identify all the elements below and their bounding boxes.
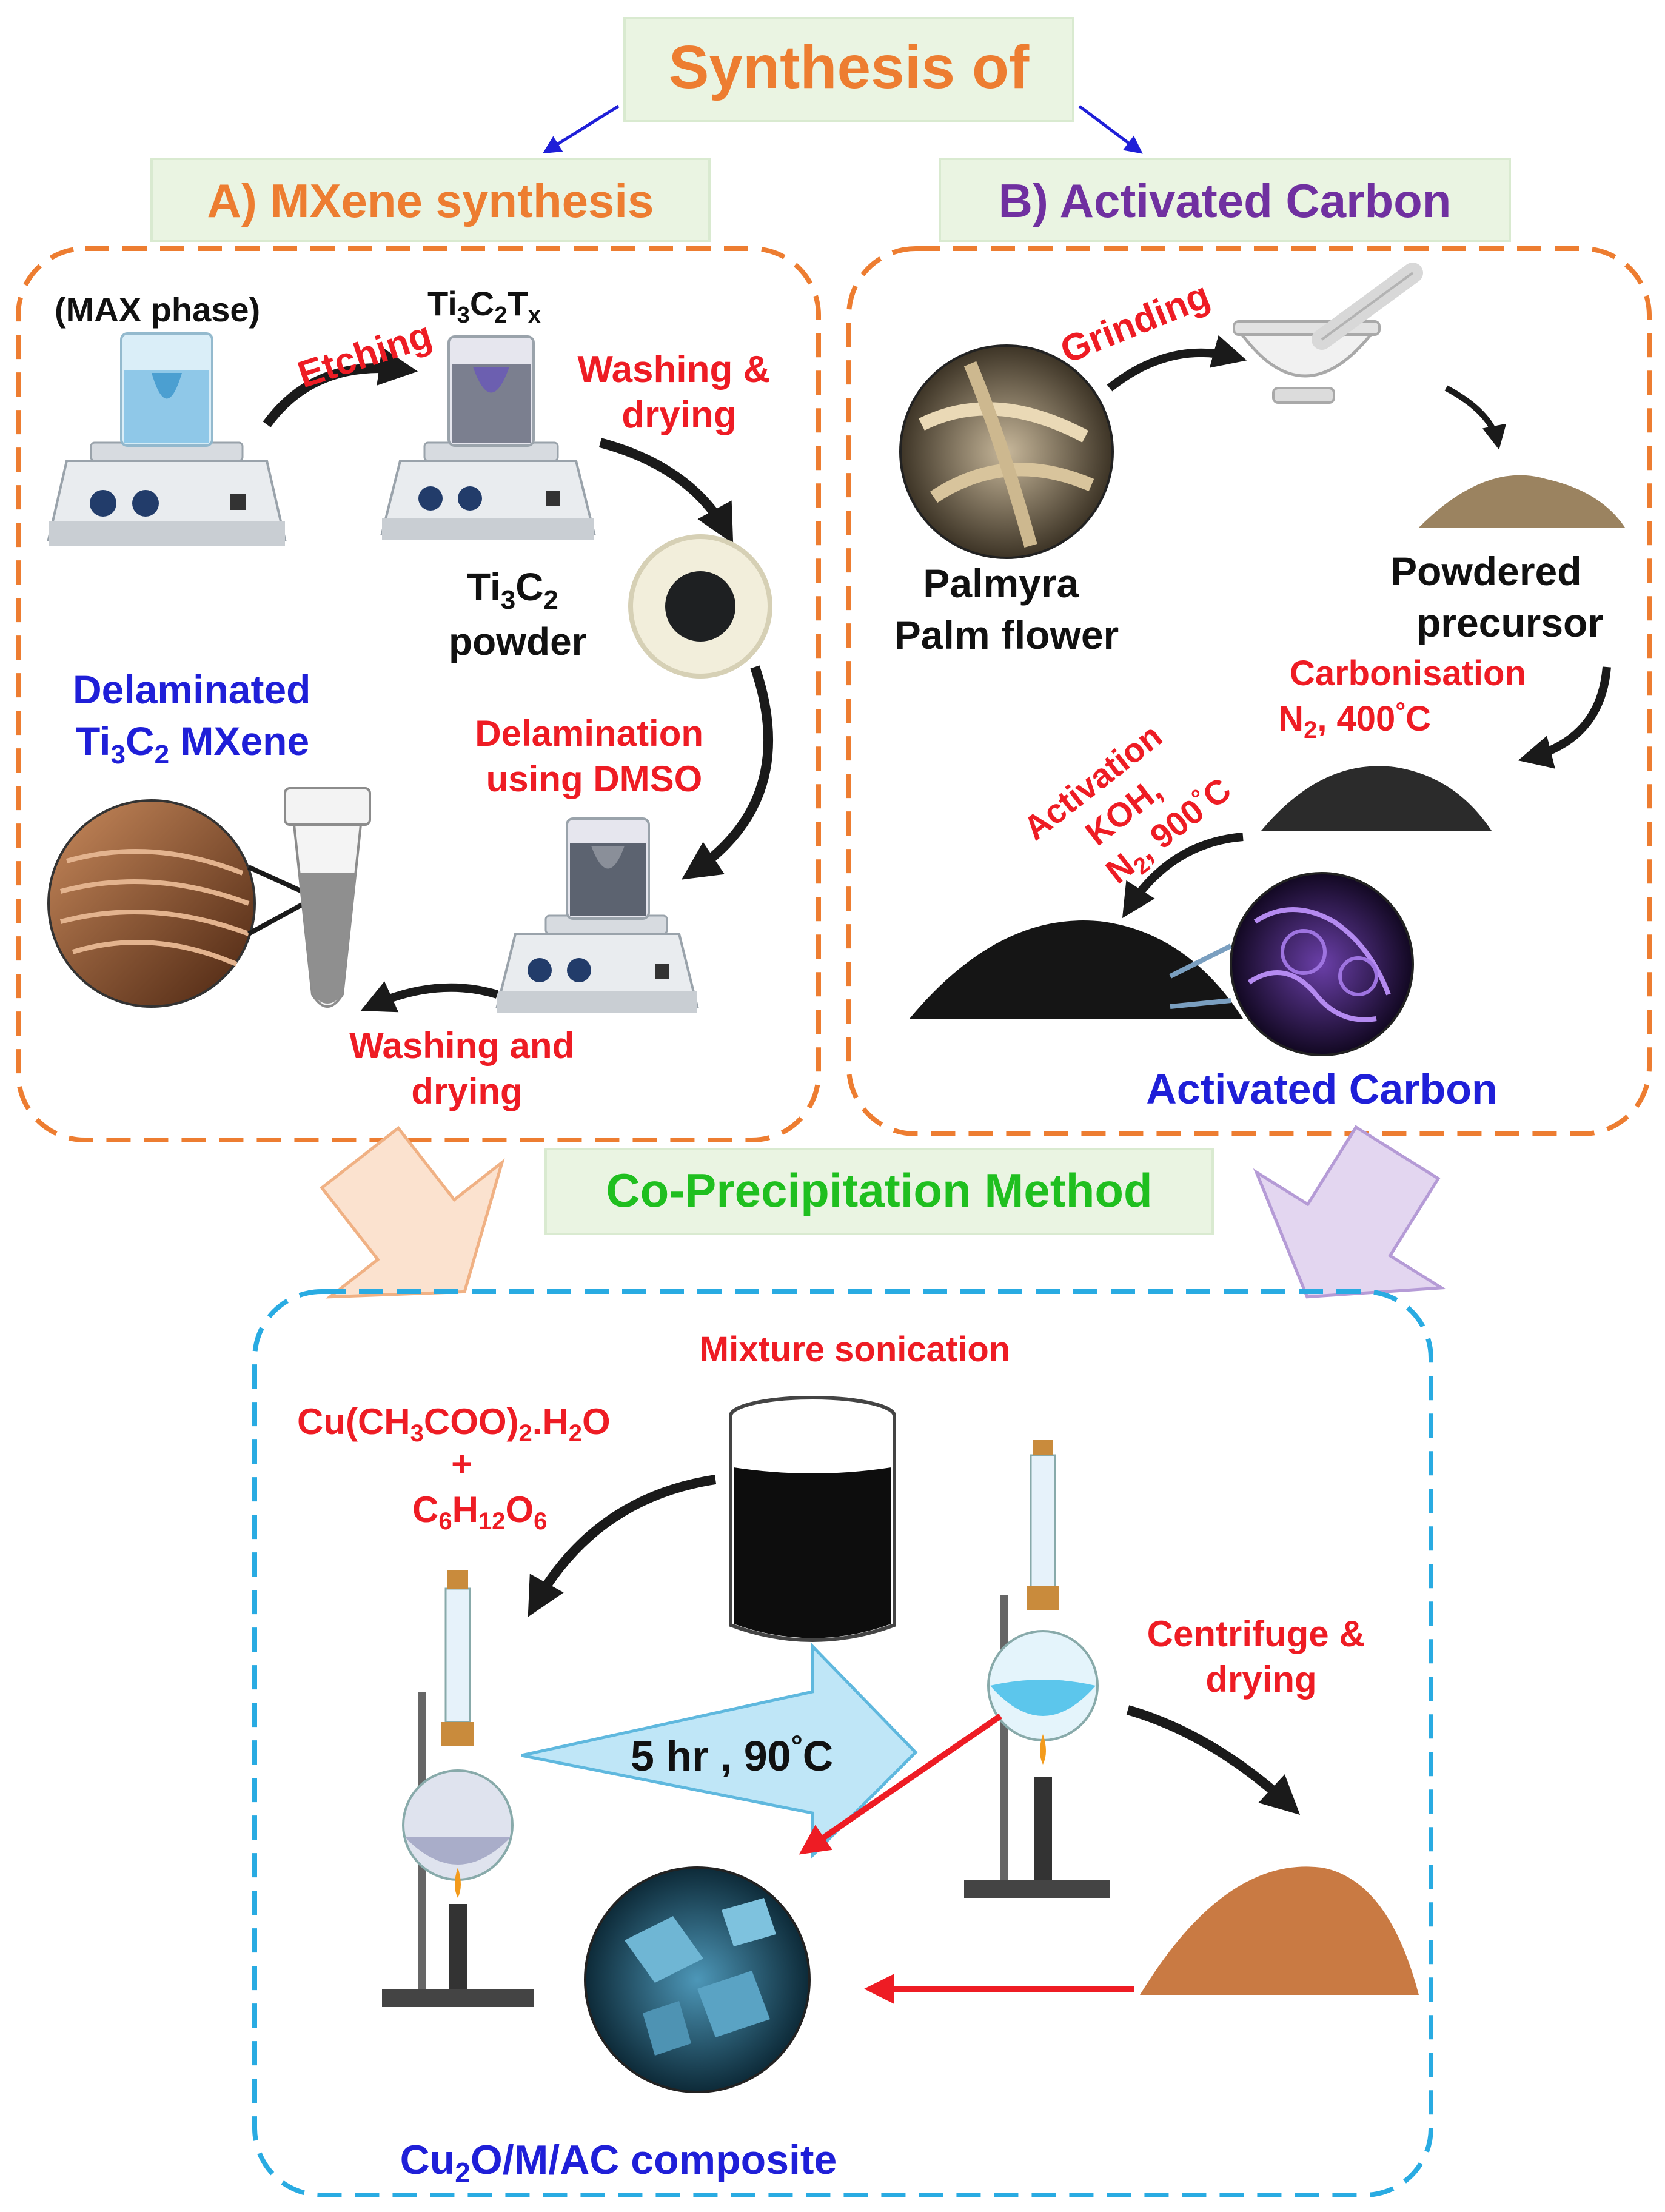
carbonisation-label: Carbonisation N2, 400°C xyxy=(1278,654,1536,743)
max-phase-label: (MAX phase) xyxy=(55,290,260,329)
hotplate-stirrer-icon xyxy=(495,817,699,1013)
powdered-label: Powdered precursor xyxy=(1390,549,1603,645)
powder-to-delamination-arrow xyxy=(682,665,774,880)
heading-a: A) MXene synthesis xyxy=(207,174,654,227)
washing-drying-label: Washing & drying xyxy=(577,349,780,436)
method-box xyxy=(544,1148,1214,1235)
mxene-sem-image xyxy=(47,799,256,1008)
composite-label: Cu2O/M/AC composite xyxy=(400,2137,837,2188)
activation-arrow xyxy=(1122,833,1244,919)
heading-b: B) Activated Carbon xyxy=(999,174,1452,227)
diagram-title: Synthesis of xyxy=(669,33,1030,101)
carbonisation-arrow xyxy=(1518,666,1611,769)
hotplate-stirrer-icon xyxy=(380,335,596,540)
title-arrow-left xyxy=(542,104,620,154)
mixture-sonication-label: Mixture sonication xyxy=(700,1330,1010,1369)
washing-drying-2-label: Washing and drying xyxy=(349,1025,585,1111)
precursor-powder-pile xyxy=(1419,475,1625,528)
reflux-setup-icon xyxy=(382,1570,534,2007)
centrifuge-label: Centrifuge & drying xyxy=(1147,1614,1376,1700)
palmyra-flower-photo xyxy=(899,344,1114,559)
activated-carbon-pile xyxy=(910,920,1243,1019)
mortar-pestle-icon xyxy=(1233,263,1423,404)
ti3c2-powder-label: Ti3C2 powder xyxy=(449,565,587,663)
hotplate-stirrer-icon xyxy=(47,332,287,546)
centrifuge-arrow xyxy=(1126,1705,1301,1815)
reflux-setup-icon xyxy=(964,1440,1110,1898)
ac-zoom-lines xyxy=(1169,943,1232,1009)
activation-label: Activation KOH, N2, 900°C xyxy=(1016,703,1241,919)
washing-arrow xyxy=(598,438,734,544)
heading-b-box xyxy=(939,158,1511,242)
panel-c-border xyxy=(252,1289,1433,2197)
mxene-feed-arrow xyxy=(320,1125,505,1299)
title-arrow-right xyxy=(1078,105,1143,154)
washing-2-arrow xyxy=(360,981,499,1013)
panel-a-border xyxy=(16,246,821,1142)
title-box xyxy=(623,17,1074,122)
product-powder-pile xyxy=(1140,1866,1419,1995)
heading-a-box xyxy=(150,158,711,242)
delaminated-label: Delaminated Ti3C2 MXene xyxy=(73,667,322,769)
condition-label: 5 hr , 90°C xyxy=(631,1731,833,1780)
mortar-to-powder-arrow xyxy=(1444,385,1507,450)
method-label: Co-Precipitation Method xyxy=(606,1164,1152,1217)
palmyra-label: Palmyra Palm flower xyxy=(894,561,1119,657)
composite-sem-image xyxy=(584,1866,811,2093)
etching-label: Etching xyxy=(293,313,437,396)
centrifuge-tube-icon xyxy=(284,787,371,1008)
panel-b-border xyxy=(846,246,1652,1136)
etching-arrow xyxy=(263,347,418,427)
grinding-arrow xyxy=(1107,335,1247,392)
beaker-icon xyxy=(729,1396,896,1642)
reagent-label: Cu(CH3COO)2.H2O + C6H12O6 xyxy=(297,1401,620,1535)
activated-carbon-sem-image xyxy=(1230,872,1414,1056)
char-pile xyxy=(1261,766,1492,831)
ti3c2tx-label: Ti3C2Tx xyxy=(427,284,541,328)
delamination-label: Delamination using DMSO xyxy=(475,713,713,799)
petri-dish-icon xyxy=(628,534,772,679)
mixture-to-reactor-arrow xyxy=(528,1475,717,1617)
reactor-to-composite-arrow xyxy=(799,1713,1002,1855)
activated-carbon-label: Activated Carbon xyxy=(1146,1065,1498,1113)
condition-big-arrow xyxy=(521,1642,918,1860)
